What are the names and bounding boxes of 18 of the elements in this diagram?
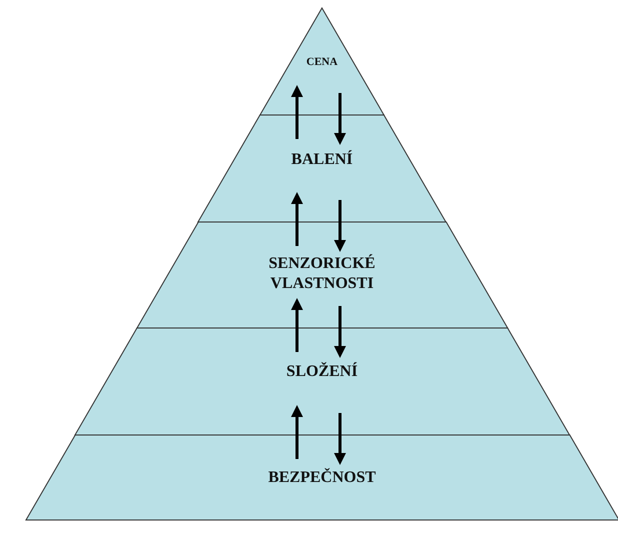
arrow [334, 306, 346, 358]
layer-label: SLOŽENÍ [285, 361, 359, 382]
arrow [291, 192, 303, 246]
arrow [334, 413, 346, 465]
pyramid-layer [136, 222, 508, 328]
arrow [291, 405, 303, 459]
pyramid-layer [74, 328, 570, 435]
pyramid-top-section [260, 8, 384, 115]
arrow [291, 298, 303, 352]
arrow [291, 85, 303, 139]
pyramid-layer [198, 115, 446, 222]
layer-label: CENA [305, 55, 339, 70]
pyramid-layer [26, 435, 618, 520]
layer-label: SENZORICKÉ VLASTNOSTI [268, 254, 376, 294]
layer-label: BEZPEČNOST [267, 467, 377, 488]
layer-label: BALENÍ [290, 149, 354, 170]
arrow [334, 200, 346, 252]
arrow [334, 93, 346, 145]
